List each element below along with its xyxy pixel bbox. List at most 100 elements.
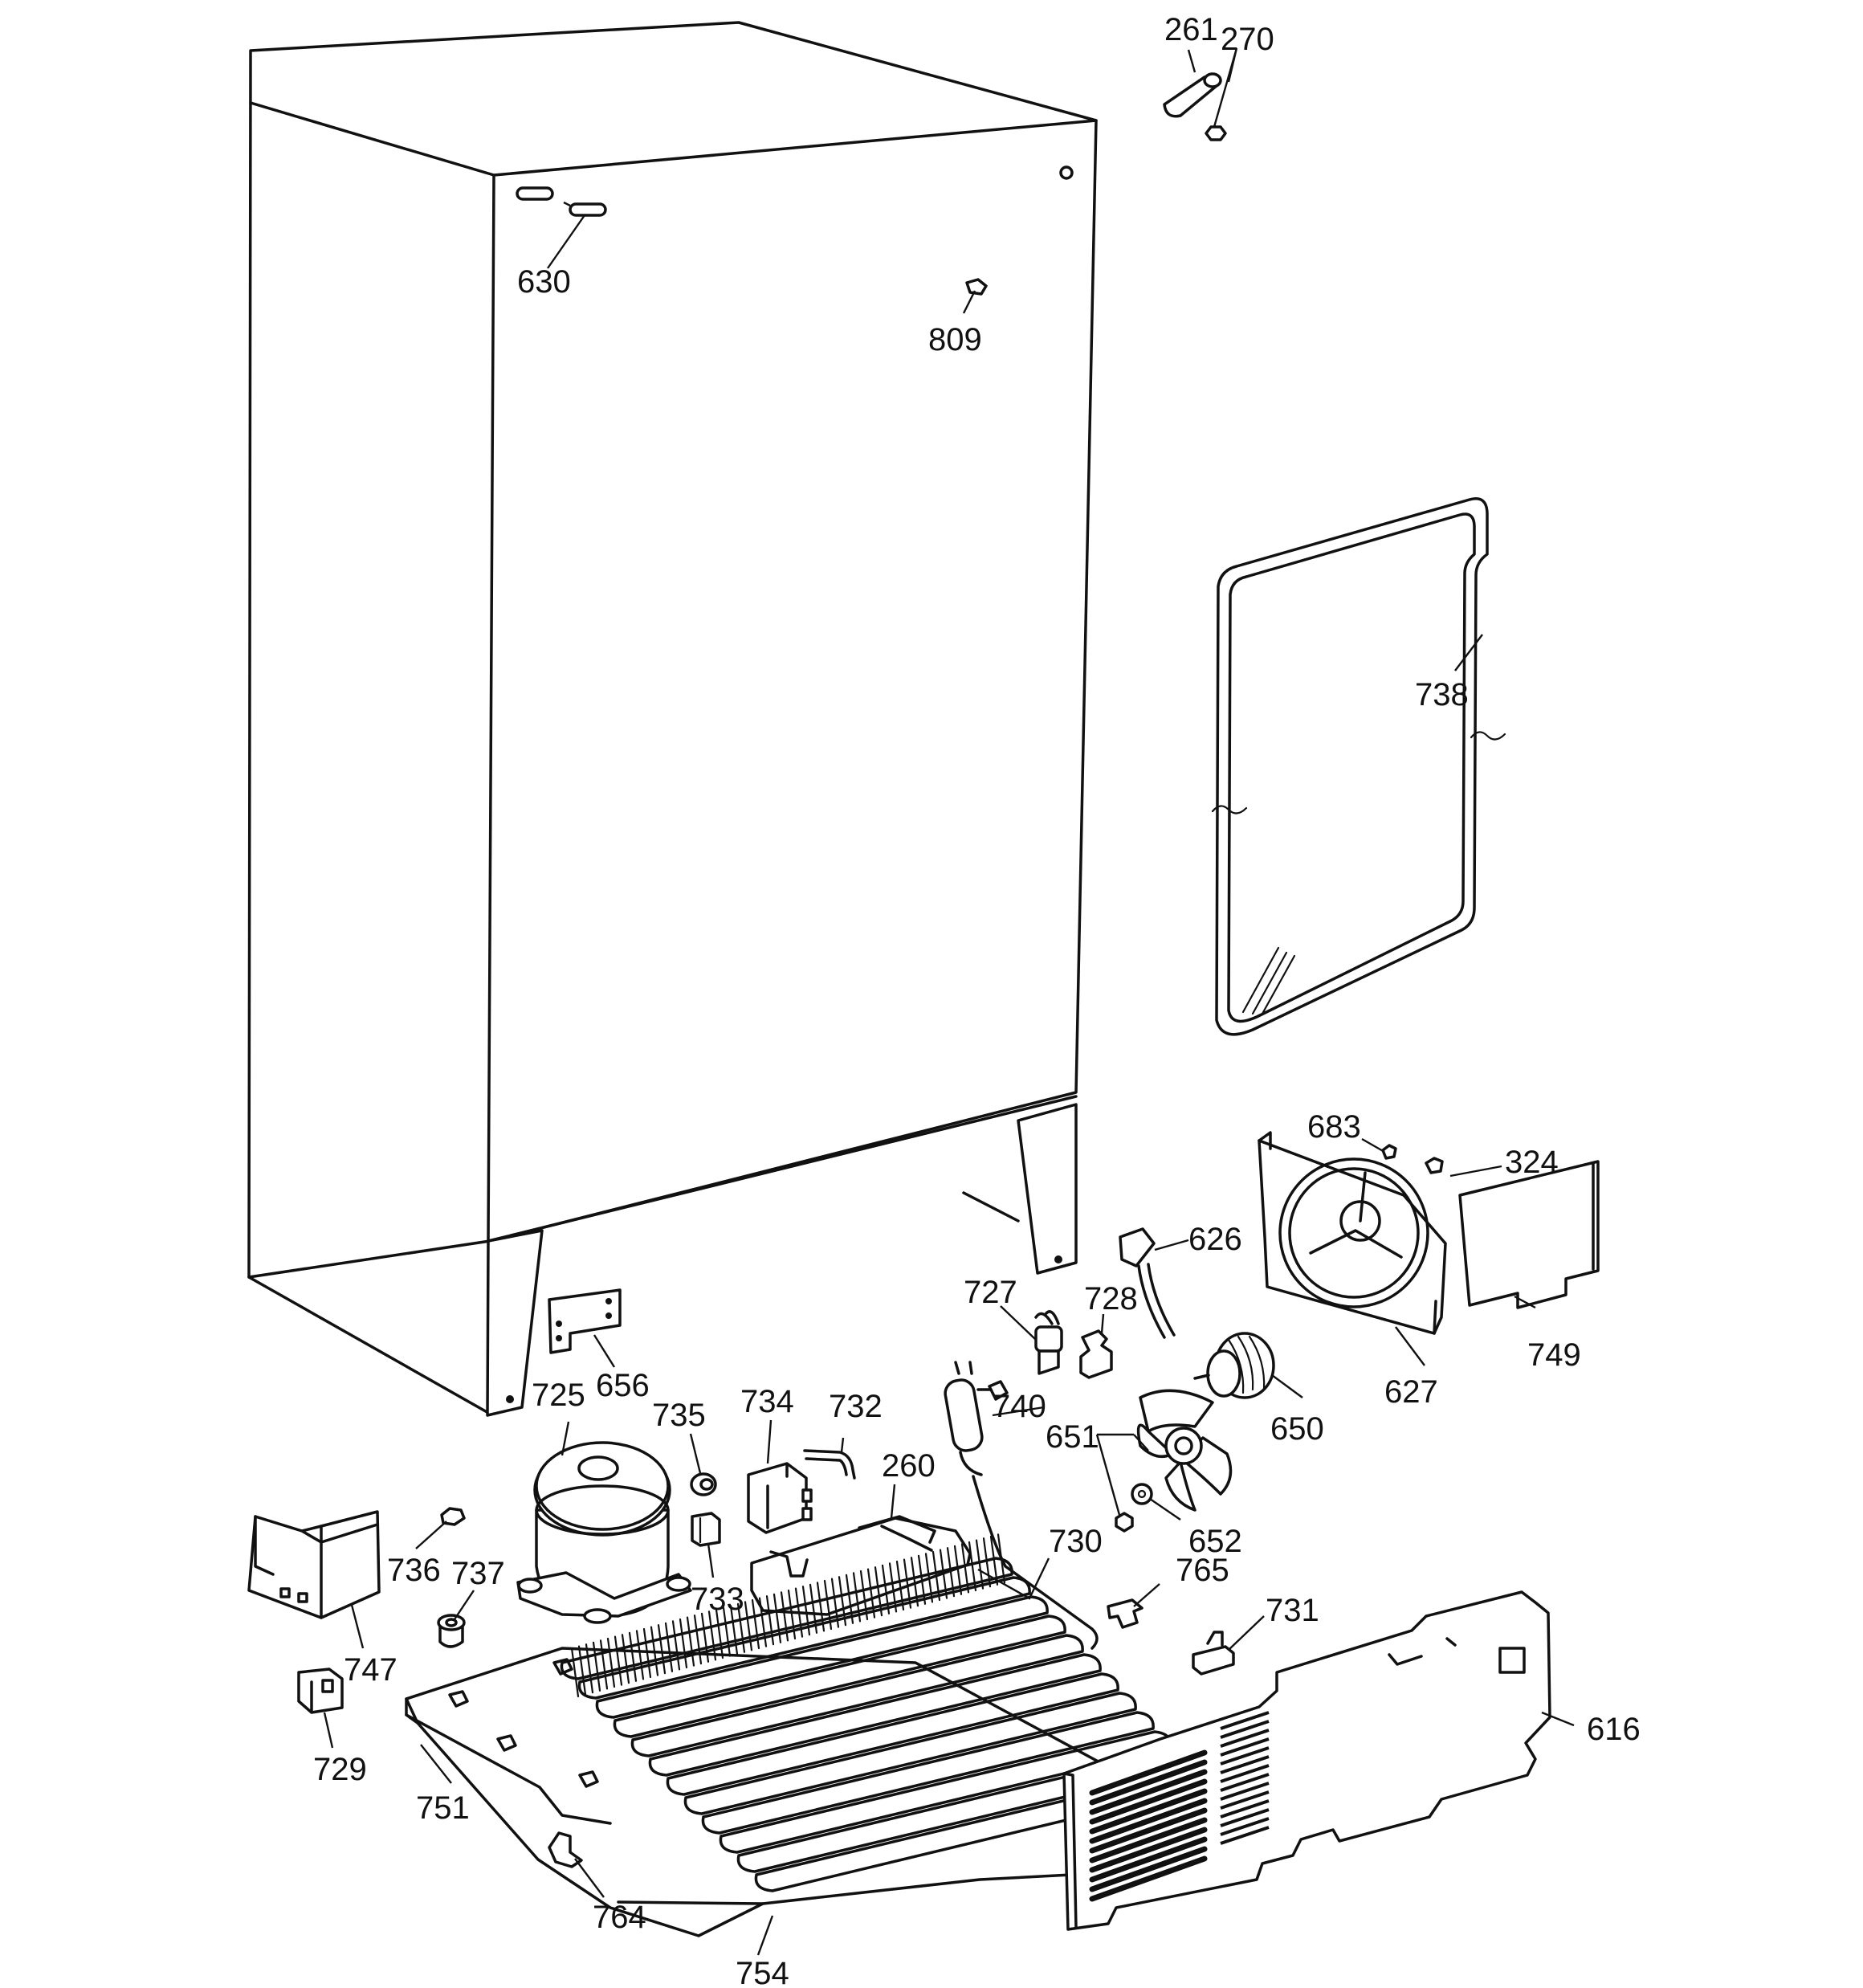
grille-slot [1089,1827,1208,1873]
callout-261: 261 [1164,12,1218,47]
callout-270: 270 [1221,22,1274,57]
callout-736: 736 [387,1553,441,1588]
callout-683: 683 [1307,1109,1361,1145]
coil-wire [960,1543,970,1594]
grille-slot [1089,1855,1208,1902]
coil-wire [686,1616,695,1667]
coil-wire [953,1545,963,1595]
callout-651: 651 [1046,1419,1099,1455]
coil-wire [650,1626,659,1676]
coil-wire [816,1582,826,1632]
coil-wire [693,1614,703,1665]
coil-wire [657,1624,667,1675]
part-732-clip [803,1449,856,1480]
coil-wire [577,1645,587,1696]
coil-wire [881,1564,891,1614]
coil-wire [975,1539,984,1590]
part-656-bracket [548,1288,622,1354]
callout-626: 626 [1188,1222,1242,1257]
coil-wire [917,1554,927,1605]
callout-725: 725 [532,1378,585,1413]
part-616-grille-panel [1062,1590,1551,1931]
coil-wire [924,1553,934,1603]
callout-764: 764 [593,1900,646,1935]
part-627-fan-shroud [1258,1131,1447,1335]
coil-wire [903,1558,912,1609]
part-651-fan-blade [1136,1389,1233,1512]
coil-wire [982,1537,992,1588]
grille-slot [1089,1788,1208,1835]
callout-754: 754 [736,1956,789,1988]
callout-737: 737 [451,1556,505,1591]
coil-wire [838,1576,847,1627]
callout-731: 731 [1266,1593,1319,1628]
coil-wire [859,1570,869,1621]
part-727-valve [1034,1310,1063,1375]
coil-wire [946,1547,956,1598]
coil-wire [787,1589,797,1640]
coil-wire [888,1562,898,1613]
callout-809: 809 [928,322,982,357]
grille-vent [1220,1746,1270,1766]
coil-wire [765,1595,775,1646]
part-734-overload [747,1462,813,1534]
callout-738: 738 [1415,677,1469,712]
coil-wire [989,1535,999,1586]
callout-735: 735 [652,1398,706,1433]
callout-324: 324 [1505,1145,1559,1180]
grille-vent [1220,1711,1270,1730]
part-764-clip [548,1831,583,1868]
callout-729: 729 [313,1752,367,1787]
coil-wire [614,1635,623,1686]
callout-labels: 261 270 630 809 738 683 324 626 727 728 … [313,12,1641,1988]
part-749-cover-panel [1458,1160,1600,1309]
coil-tube [648,1653,1102,1777]
grille-slot [1089,1836,1208,1883]
grille-vent [1220,1764,1270,1783]
coil-wire [671,1620,681,1671]
callout-740: 740 [993,1389,1046,1424]
callout-734: 734 [740,1384,794,1419]
coil-wire [773,1593,782,1643]
grille-vent [1220,1729,1270,1748]
coil-tube [595,1595,1049,1719]
coil-wire [910,1557,919,1607]
part-738-condenser-loop [1211,497,1506,1036]
grille-slot [1089,1807,1208,1854]
callout-650: 650 [1270,1411,1324,1447]
callout-751: 751 [416,1790,470,1826]
coil-wire [585,1643,594,1694]
coil-wire [744,1601,753,1651]
coil-wire [852,1572,862,1623]
coil-wire [895,1560,905,1611]
part-626-power-cord [1119,1227,1176,1339]
grille-vent [1220,1790,1270,1810]
part-735-grommet [690,1472,717,1496]
grille-vent [1220,1799,1270,1819]
coil-wire [679,1618,688,1669]
coil-wire [758,1597,768,1647]
coil-wire [642,1627,652,1679]
coil-tube [577,1576,1031,1700]
coil-wire [780,1591,789,1642]
grille-vent [1220,1720,1270,1739]
part-730-condenser-coil [560,1475,1208,1892]
coil-wire [874,1566,883,1617]
coil-wire [823,1579,833,1631]
part-650-fan-motor [1193,1332,1275,1399]
part-683-324-screws [1381,1144,1444,1174]
grille-vent [1220,1782,1270,1801]
callout-627: 627 [1384,1374,1438,1410]
callout-733: 733 [691,1582,744,1617]
coil-wire [736,1602,746,1653]
callout-728: 728 [1084,1281,1138,1316]
coil-wire [722,1606,732,1657]
leader-lines [323,47,1575,1956]
coil-wire [606,1637,616,1688]
grille-vent [1220,1773,1270,1792]
grille-vent [1220,1826,1270,1845]
coil-wire [809,1583,818,1634]
coil-wire [830,1578,840,1628]
part-652-washer [1115,1483,1153,1533]
